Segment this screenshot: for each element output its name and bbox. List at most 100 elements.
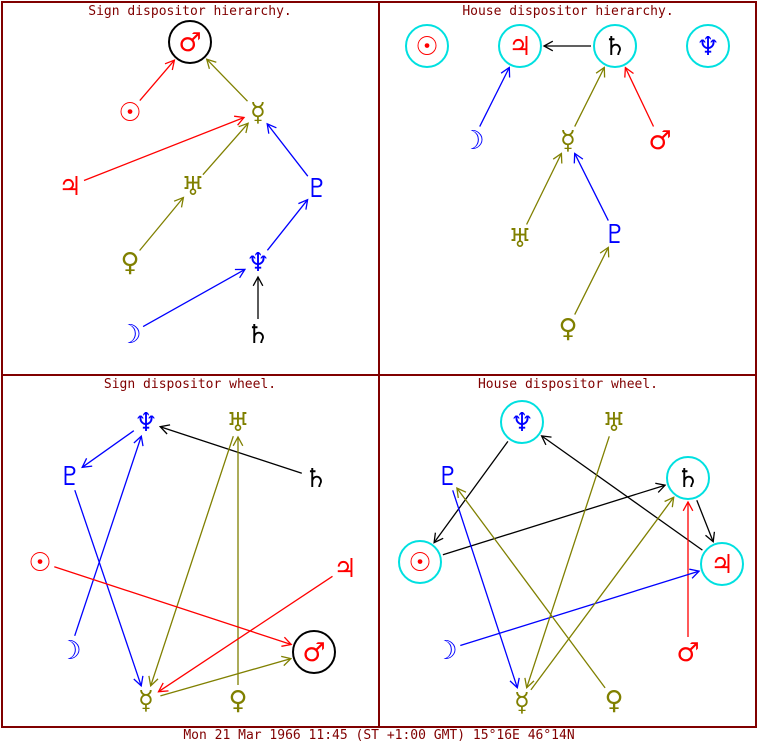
planet-neptune-icon: ♆ xyxy=(686,24,730,68)
edge-neptune-to-pluto xyxy=(81,430,135,469)
planet-neptune-icon: ♆ xyxy=(134,408,157,438)
svg-text:♃: ♃ xyxy=(710,550,733,580)
planet-saturn-icon: ♄ xyxy=(593,24,637,68)
planet-mars-icon: ♂ xyxy=(648,126,671,156)
planet-venus-icon: ♀ xyxy=(228,686,247,716)
planet-mars-icon: ♂ xyxy=(168,20,212,64)
edge-sun-to-mars xyxy=(139,59,176,102)
planet-pluto-icon: ♇ xyxy=(603,220,626,250)
edge-jupiter-to-mercury xyxy=(157,575,333,693)
planet-mercury-icon: ☿ xyxy=(514,688,530,718)
planet-jupiter-icon: ♃ xyxy=(700,542,744,586)
svg-text:♄: ♄ xyxy=(246,320,269,350)
edge-jupiter-to-mercury xyxy=(83,115,246,182)
edge-jupiter-to-neptune xyxy=(540,435,703,551)
svg-text:♂: ♂ xyxy=(178,28,201,58)
sign-wheel-title: Sign dispositor wheel. xyxy=(104,377,276,392)
planet-moon-icon: ☽ xyxy=(58,636,81,666)
planet-moon-icon: ☽ xyxy=(118,320,141,350)
svg-text:♅: ♅ xyxy=(508,224,531,254)
edge-mercury-to-mars xyxy=(205,58,248,102)
planet-uranus-icon: ♅ xyxy=(226,408,249,438)
planet-jupiter-icon: ♃ xyxy=(498,24,542,68)
edge-mars-to-saturn xyxy=(624,66,655,127)
house-hierarchy-panel: ☉ ♃ ♄ ♆ ☽ ☿ ♂ ♅ ♇ ♀ xyxy=(405,24,730,344)
edge-sun-to-mars xyxy=(54,566,293,647)
planet-jupiter-icon: ♃ xyxy=(58,172,81,202)
planet-pluto-icon: ♇ xyxy=(58,462,81,492)
svg-text:♀: ♀ xyxy=(120,248,139,278)
planet-neptune-icon: ♆ xyxy=(246,248,269,278)
planet-moon-icon: ☽ xyxy=(434,636,457,666)
svg-text:♆: ♆ xyxy=(510,408,533,438)
planet-sun-icon: ☉ xyxy=(28,548,51,578)
svg-text:☽: ☽ xyxy=(118,320,141,350)
edge-uranus-to-mercury xyxy=(148,435,234,688)
planet-sun-icon: ☉ xyxy=(398,540,442,584)
chart-footer: Mon 21 Mar 1966 11:45 (ST +1:00 GMT) 15°… xyxy=(183,728,575,743)
planet-saturn-icon: ♄ xyxy=(246,320,269,350)
edge-saturn-to-neptune xyxy=(252,275,264,319)
planet-venus-icon: ♀ xyxy=(604,686,623,716)
edge-venus-to-pluto xyxy=(456,487,606,689)
planet-uranus-icon: ♅ xyxy=(181,172,204,202)
planet-mercury-icon: ☿ xyxy=(250,98,266,128)
svg-text:♀: ♀ xyxy=(228,686,247,716)
edge-pluto-to-mercury xyxy=(266,122,309,177)
svg-text:♄: ♄ xyxy=(304,464,327,494)
svg-text:♇: ♇ xyxy=(305,174,328,204)
svg-text:♂: ♂ xyxy=(648,126,671,156)
svg-text:♅: ♅ xyxy=(226,408,249,438)
planet-pluto-icon: ♇ xyxy=(436,462,459,492)
svg-text:♄: ♄ xyxy=(676,464,699,494)
svg-text:♅: ♅ xyxy=(181,172,204,202)
edge-pluto-to-mercury xyxy=(452,490,520,689)
svg-text:♃: ♃ xyxy=(58,172,81,202)
edge-uranus-to-mercury xyxy=(202,122,249,176)
edge-pluto-to-mercury xyxy=(74,489,144,688)
svg-text:☉: ☉ xyxy=(28,548,51,578)
house-hierarchy-title: House dispositor hierarchy. xyxy=(462,4,673,19)
svg-text:☉: ☉ xyxy=(415,32,438,62)
planet-saturn-icon: ♄ xyxy=(304,464,327,494)
svg-text:♆: ♆ xyxy=(696,32,719,62)
planet-pluto-icon: ♇ xyxy=(305,174,328,204)
edge-mercury-to-saturn xyxy=(574,66,606,127)
planet-uranus-icon: ♅ xyxy=(602,408,625,438)
edge-mercury-to-saturn xyxy=(530,496,675,691)
svg-text:☿: ☿ xyxy=(138,686,154,716)
edge-uranus-to-mercury xyxy=(526,152,563,225)
svg-text:♄: ♄ xyxy=(603,32,626,62)
planet-mars-icon: ♂ xyxy=(292,630,336,674)
planet-sun-icon: ☉ xyxy=(405,24,449,68)
edge-saturn-to-jupiter xyxy=(542,40,591,52)
edge-moon-to-neptune xyxy=(74,434,144,637)
planet-venus-icon: ♀ xyxy=(558,314,577,344)
svg-text:♆: ♆ xyxy=(246,248,269,278)
edge-venus-to-uranus xyxy=(232,435,244,685)
svg-text:☽: ☽ xyxy=(58,636,81,666)
edge-saturn-to-jupiter xyxy=(696,500,716,543)
svg-text:♀: ♀ xyxy=(558,314,577,344)
svg-text:♀: ♀ xyxy=(604,686,623,716)
svg-text:♃: ♃ xyxy=(333,554,356,584)
edge-moon-to-neptune xyxy=(142,268,247,328)
edge-venus-to-pluto xyxy=(574,246,610,315)
svg-text:☽: ☽ xyxy=(461,126,484,156)
svg-text:♂: ♂ xyxy=(302,638,325,668)
svg-text:☽: ☽ xyxy=(434,636,457,666)
sign-hierarchy-panel: ♂ ☉ ☿ ♃ ♅ ♇ ♀ ♆ ☽ ♄ xyxy=(58,20,329,350)
planet-mars-icon: ♂ xyxy=(676,638,699,668)
edge-uranus-to-mercury xyxy=(524,436,610,689)
svg-text:♃: ♃ xyxy=(508,32,531,62)
planet-jupiter-icon: ♃ xyxy=(333,554,356,584)
edge-moon-to-jupiter xyxy=(479,66,511,127)
svg-text:☉: ☉ xyxy=(408,548,431,578)
planet-mercury-icon: ☿ xyxy=(560,126,576,156)
planet-sun-icon: ☉ xyxy=(118,98,141,128)
svg-text:♅: ♅ xyxy=(602,408,625,438)
svg-text:♇: ♇ xyxy=(603,220,626,250)
edge-neptune-to-pluto xyxy=(266,198,309,251)
svg-text:♇: ♇ xyxy=(436,462,459,492)
